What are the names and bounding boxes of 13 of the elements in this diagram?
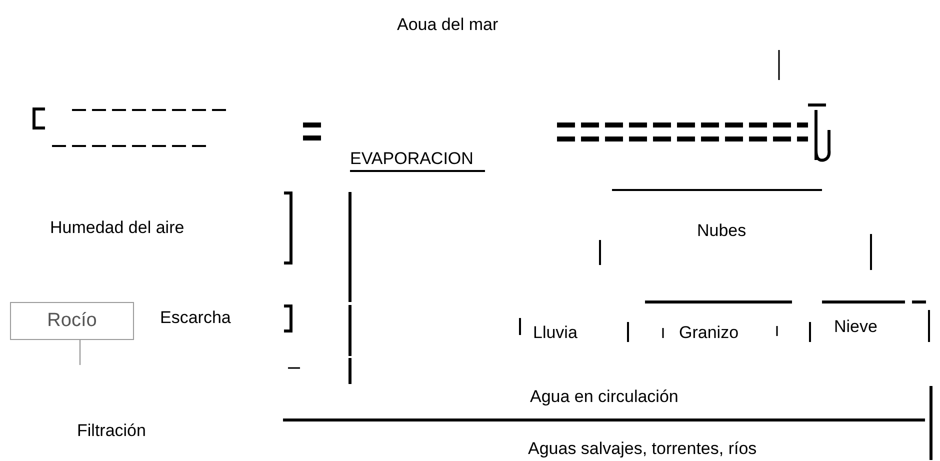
text-label: Aoua del mar bbox=[397, 14, 498, 36]
text-label: Granizo bbox=[679, 322, 739, 344]
text-label: Humedad del aire bbox=[50, 217, 184, 239]
box-label: Rocío bbox=[47, 308, 97, 333]
text-label: EVAPORACION bbox=[350, 148, 486, 172]
text-label: Aguas salvajes, torrentes, ríos bbox=[528, 438, 757, 460]
label-box bbox=[10, 302, 134, 340]
text-label: Nubes bbox=[697, 220, 746, 242]
text-label: Lluvia bbox=[533, 322, 578, 344]
text-label: Filtración bbox=[77, 420, 146, 442]
text-label: Agua en circulación bbox=[530, 386, 678, 408]
text-label: Nieve bbox=[834, 316, 878, 338]
text-label: Escarcha bbox=[160, 307, 231, 329]
